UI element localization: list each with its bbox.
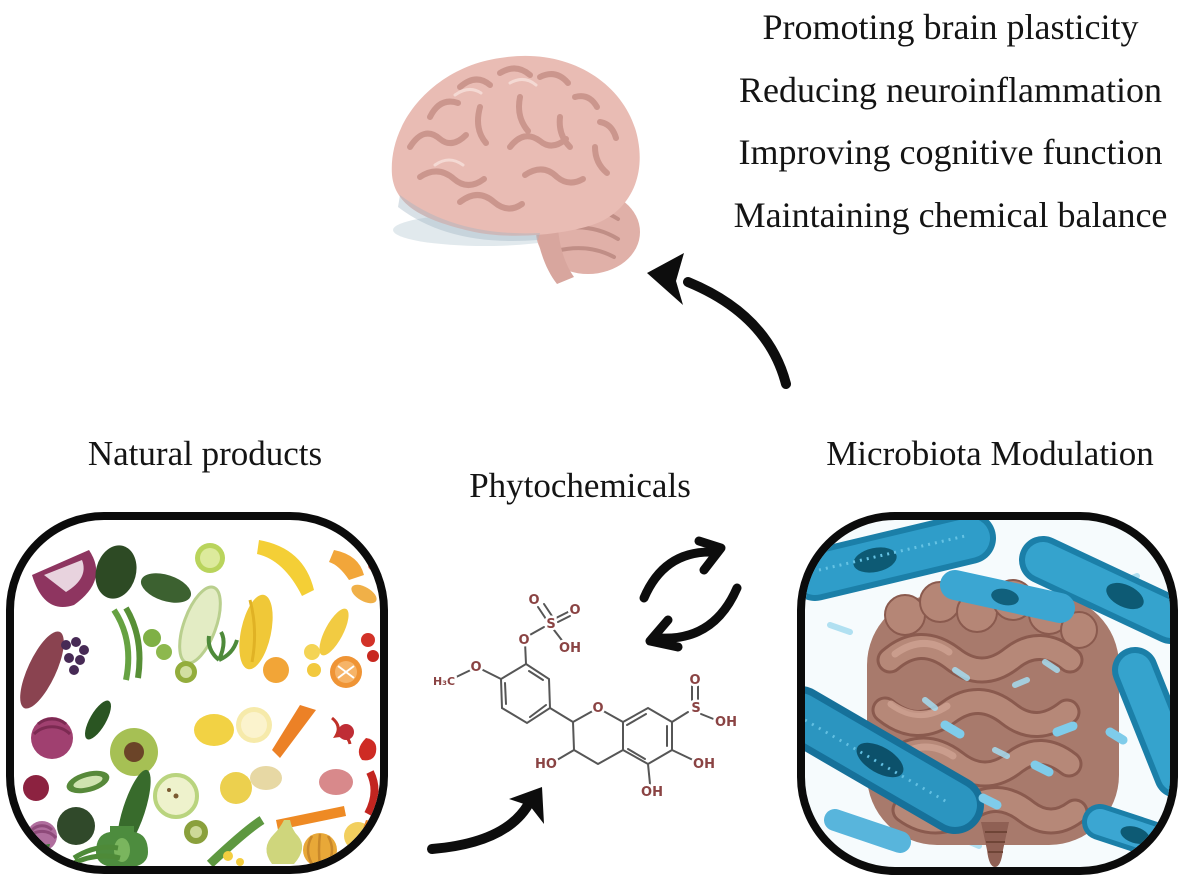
svg-text:O: O (689, 673, 700, 688)
benefits-list: Promoting brain plasticity Reducing neur… (710, 0, 1191, 246)
benefit-item: Improving cognitive function (738, 132, 1163, 172)
cerebrum-underside-shade (398, 195, 540, 242)
molecule-atom-labels: O O S O OH O H₃C O HO O S OH OH OH (430, 591, 739, 803)
svg-text:H₃C: H₃C (433, 675, 455, 688)
natural-products-image (6, 512, 388, 874)
svg-text:S: S (691, 701, 700, 716)
bacteria-rods (805, 520, 1170, 865)
benefit-item: Maintaining chemical balance (733, 194, 1168, 235)
svg-text:O: O (528, 593, 539, 608)
natural-products-label: Natural products (87, 434, 323, 473)
phytochemicals-label: Phytochemicals (469, 466, 691, 505)
brain-image (391, 55, 640, 284)
molecule-bonds (451, 603, 717, 785)
svg-text:S: S (546, 617, 555, 632)
svg-text:OH: OH (559, 641, 581, 656)
benefit-item: Reducing neuroinflammation (739, 69, 1162, 110)
phytochemical-structure: O O S O OH O H₃C O HO O S OH OH OH (430, 591, 739, 803)
svg-text:O: O (470, 660, 481, 675)
benefit-item: Promoting brain plasticity (762, 7, 1139, 47)
intestines (867, 579, 1119, 867)
svg-text:O: O (592, 701, 603, 716)
svg-text:O: O (569, 603, 580, 618)
produce-collage (20, 540, 380, 866)
svg-text:OH: OH (641, 785, 663, 800)
microbiota-modulation-label: Microbiota Modulation (826, 434, 1154, 473)
brainstem (536, 225, 574, 284)
microbiota-image (797, 512, 1178, 875)
svg-text:OH: OH (693, 757, 715, 772)
svg-text:O: O (518, 633, 529, 648)
gut-microbiota-collage (805, 520, 1170, 867)
svg-text:HO: HO (535, 757, 557, 772)
brain-gyri (407, 65, 619, 212)
svg-text:OH: OH (715, 715, 737, 730)
